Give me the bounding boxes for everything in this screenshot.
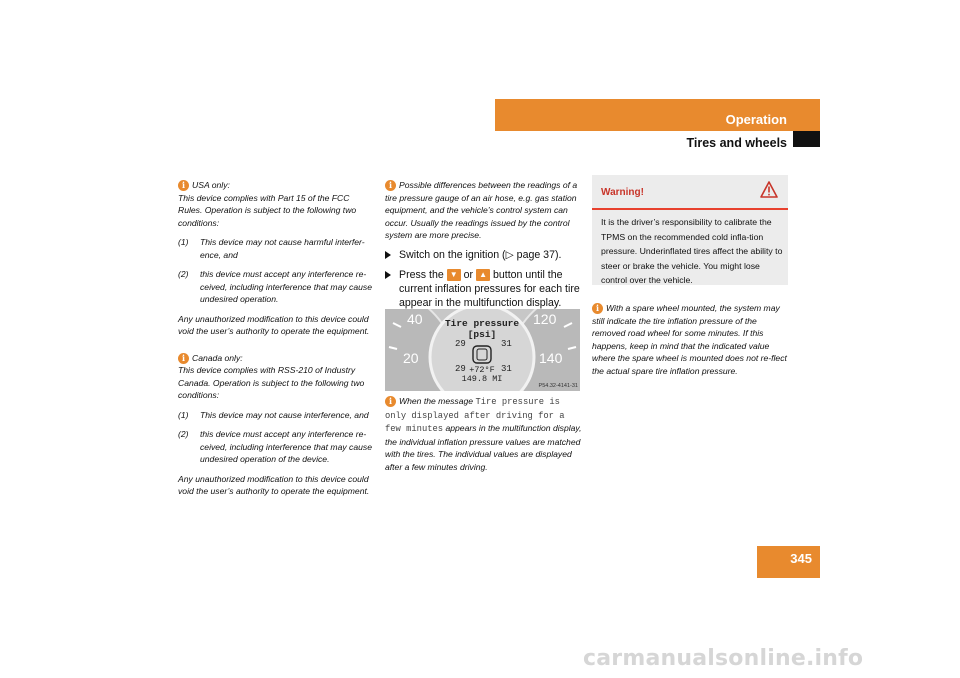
speed-label-20: 20 (403, 350, 419, 366)
speed-label-40: 40 (407, 311, 423, 327)
speed-label-140: 140 (539, 350, 563, 366)
warning-body: It is the driver’s responsibility to cal… (601, 217, 783, 286)
canada-item-1: (1)This device may not cause interferenc… (178, 409, 369, 420)
image-code: P54.32-4141-31 (539, 383, 578, 389)
canada-item-2: (2)this device must accept any interfere… (178, 429, 372, 464)
pressure-front-left: 29 (455, 339, 466, 349)
bullet-arrow-icon (385, 270, 391, 279)
note-spare-wheel: With a spare wheel mounted, the system m… (592, 303, 787, 376)
pressure-front-right: 31 (501, 339, 512, 349)
instrument-cluster-graphic: 40 20 120 140 Tire pressure [psi] 29 31 … (385, 309, 580, 391)
info-icon: i (385, 396, 396, 408)
warning-header: Warning! (592, 175, 788, 210)
display-title: Tire pressure (445, 318, 519, 329)
usa-footer: Any unauthorized modification to this de… (178, 313, 370, 337)
header-tab-marker (793, 131, 820, 147)
speed-label-120: 120 (533, 311, 557, 327)
header-bar (495, 99, 820, 131)
info-icon: i (592, 303, 603, 315)
canada-title: Canada only: (192, 352, 243, 363)
page-number-box: 345 (757, 546, 820, 578)
usa-item-2: (2)this device must accept any interfere… (178, 269, 372, 304)
display-message: Tire pressure is only displayed after dr… (385, 397, 565, 434)
usa-intro: This device complies with Part 15 of the… (178, 192, 357, 228)
pressure-rear-right: 31 (501, 364, 512, 374)
display-unit: [psi] (468, 329, 497, 340)
odometer: 149.8 MI (462, 374, 503, 384)
warning-box: Warning! It is the driver’s responsibili… (592, 175, 788, 285)
info-icon: i (178, 352, 189, 364)
section-title: Operation (725, 112, 787, 127)
step-press-button: Press the ▼ or ▲ button until the curren… (385, 268, 583, 310)
warning-title: Warning! (601, 187, 644, 198)
page-number: 345 (790, 551, 812, 566)
car-top-view-icon (472, 345, 492, 364)
step-ignition: Switch on the ignition (▷ page 37). (385, 248, 583, 262)
bullet-arrow-icon (385, 250, 391, 259)
watermark: carmanualsonline.info (583, 646, 864, 671)
canada-intro: This device complies with RSS-210 of Ind… (178, 365, 365, 400)
info-icon: i (178, 180, 189, 192)
usa-item-1: (1)This device may not cause harmful int… (178, 237, 365, 260)
up-button-icon: ▲ (476, 268, 491, 281)
section-subtitle: Tires and wheels (686, 136, 787, 150)
note-readings: Possible differences between the reading… (385, 180, 578, 240)
instrument-cluster-image: 40 20 120 140 Tire pressure [psi] 29 31 … (385, 309, 580, 391)
down-button-icon: ▼ (446, 268, 461, 281)
canada-footer: Any unauthorized modification to this de… (178, 473, 370, 497)
warning-triangle-icon (760, 181, 778, 198)
outside-temperature: +72°F (469, 365, 495, 375)
usa-title: USA only: (192, 180, 230, 190)
pressure-rear-left: 29 (455, 364, 466, 374)
info-icon: i (385, 180, 396, 192)
